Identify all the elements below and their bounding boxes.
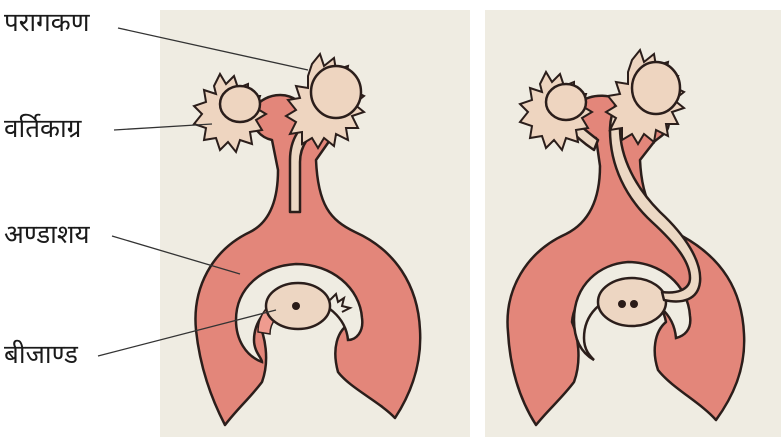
label-pollen-grain: परागकण (4, 8, 90, 38)
right-ovule-nucleus-2 (630, 300, 638, 308)
label-ovary: अण्डाशय (4, 220, 90, 250)
label-stigma: वर्तिकाग्र (4, 114, 81, 144)
label-ovule: बीजाण्ड (4, 340, 78, 370)
right-ovule (598, 278, 666, 326)
right-ovule-nucleus-1 (618, 300, 626, 308)
left-ovule-nucleus (292, 302, 300, 310)
